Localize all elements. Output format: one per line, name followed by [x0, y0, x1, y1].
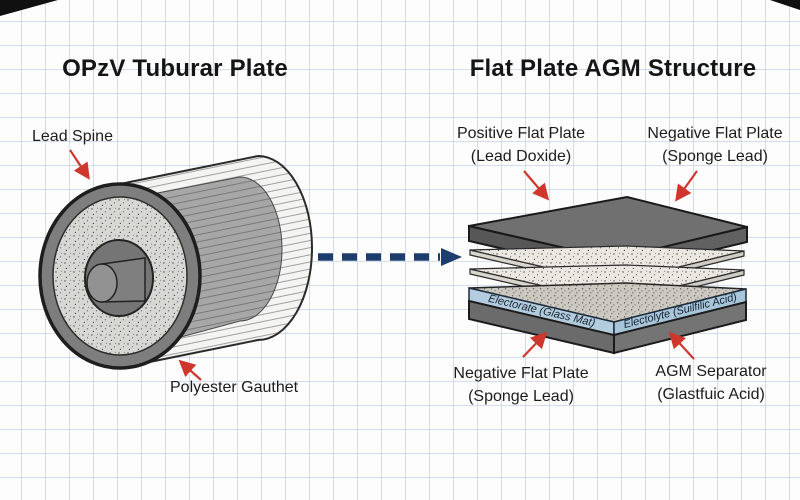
right-diagram-title: Flat Plate AGM Structure — [469, 55, 757, 82]
negative-flat-plate-bottom-label: Negative Flat Plate (Sponge Lead) — [431, 362, 611, 408]
agm-separator-label: AGM Separator (Glastfuic Acid) — [621, 360, 800, 406]
negative-flat-plate-top-line1: Negative Flat Plate — [647, 125, 783, 142]
negative-flat-plate-top-line2: (Sponge Lead) — [662, 148, 768, 166]
annulus-outline — [52, 196, 188, 356]
positive-flat-plate-label: Positive Flat Plate (Lead Doxide) — [431, 122, 611, 168]
negative-plate-top-arrow-icon — [675, 170, 698, 202]
lead-spine-cap — [86, 263, 118, 303]
mat-speckle — [469, 283, 746, 322]
transition-arrow-icon — [318, 248, 462, 266]
lead-spine-label: Lead Spine — [32, 125, 152, 148]
agm-separator-line1: AGM Separator — [655, 363, 767, 380]
negative-plate-layer — [468, 299, 747, 355]
left-diagram-title: OPzV Tuburar Plate — [62, 55, 288, 82]
positive-plate-arrow-icon — [523, 170, 550, 201]
callout-arrows — [69, 149, 698, 381]
positive-flat-plate-line1: Positive Flat Plate — [456, 125, 586, 142]
negative-plate-bottom-arrow-icon — [522, 331, 548, 358]
positive-flat-plate-line2: (Lead Doxide) — [470, 148, 572, 166]
negative-flat-plate-top-label: Negative Flat Plate (Sponge Lead) — [625, 122, 800, 168]
flat-plate-stack-illustration: Electorate (Glass Mat) Electolyte (Suilf… — [468, 195, 748, 355]
dashed-arrow-head — [441, 248, 462, 266]
agm-separator-arrow-icon — [668, 331, 695, 360]
page-corner-mark — [0, 0, 58, 16]
polyester-arrow-icon — [178, 359, 202, 381]
polyester-gauntlet-label-text: Polyester Gauthet — [170, 379, 299, 396]
sheet1-speckle — [470, 246, 744, 283]
negative-plate-side-right — [613, 300, 747, 355]
tubular-plate-illustration — [38, 154, 313, 370]
agm-separator-line2: (Glastfuic Acid) — [657, 386, 765, 404]
negative-flat-plate-bottom-line1: Negative Flat Plate — [453, 365, 589, 382]
polyester-gauntlet-label: Polyester Gauthet — [170, 376, 340, 399]
page-corner-mark — [770, 0, 800, 10]
lead-spine-arrow-icon — [69, 149, 90, 180]
lead-spine-label-text: Lead Spine — [32, 128, 113, 145]
negative-flat-plate-bottom-line2: (Sponge Lead) — [468, 388, 574, 406]
active-material-speckle — [53, 197, 187, 355]
